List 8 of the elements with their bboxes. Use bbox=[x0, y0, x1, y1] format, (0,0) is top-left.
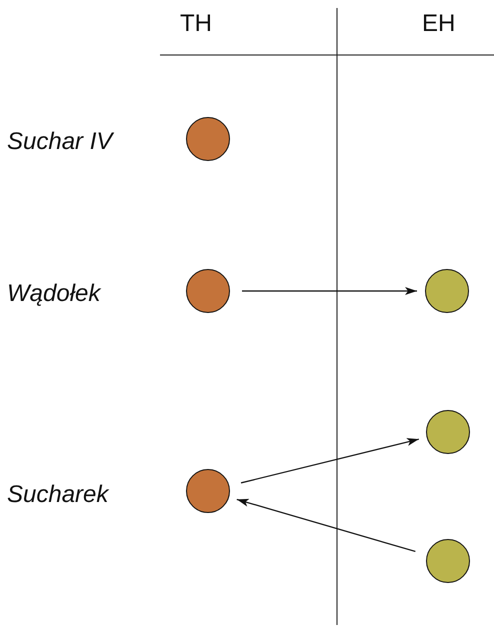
row-label: Sucharek bbox=[7, 480, 108, 510]
row-label: Suchar IV bbox=[7, 127, 112, 157]
column-header: TH bbox=[180, 9, 212, 39]
arrow bbox=[240, 438, 419, 484]
arrow bbox=[242, 287, 417, 295]
column-header: EH bbox=[422, 9, 456, 39]
row-label: Wądołek bbox=[7, 279, 100, 309]
arrow bbox=[236, 498, 416, 552]
